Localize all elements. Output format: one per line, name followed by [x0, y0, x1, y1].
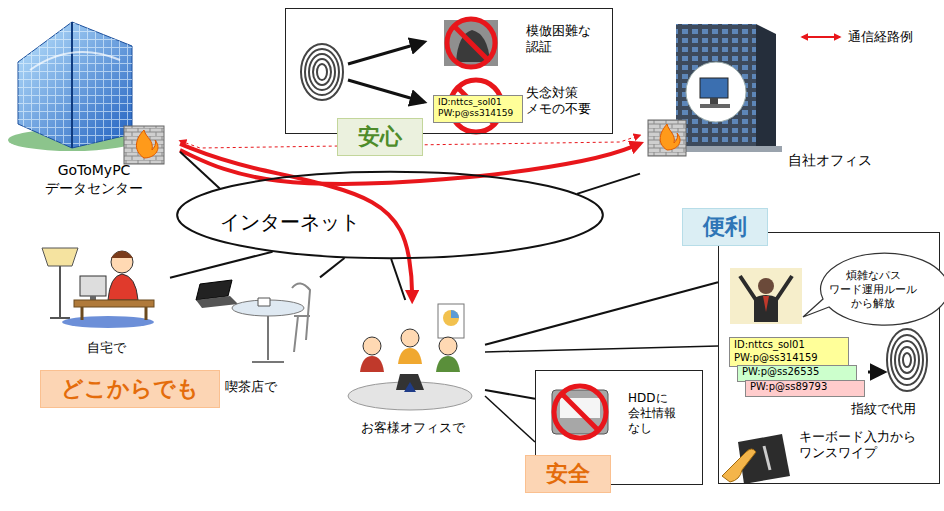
callout-leader: [485, 346, 718, 352]
customer-office-node: お客様オフィスで: [340, 300, 485, 442]
internet-cloud: [177, 172, 603, 258]
firewall-icon: [124, 126, 164, 164]
hdd-icon: [552, 386, 608, 438]
cafe-illustration: [196, 280, 310, 362]
password-memo: ID:nttcs_sol01 PW:p@ss314159: [729, 337, 849, 367]
security-panel: ID:nttcs_sol01 PW:p@ss314159 模倣困難な 認証失念対策…: [285, 8, 613, 134]
node-label: お客様オフィスで: [358, 420, 468, 436]
office-node: 自社オフィス: [640, 12, 880, 177]
node-label: 安全: [546, 460, 590, 488]
office-building: [670, 24, 782, 152]
cheering-person-icon: [730, 268, 802, 324]
node-label: 模倣困難な 認証: [526, 23, 606, 56]
legend: 通信経路例: [848, 28, 913, 46]
customer-meeting-illustration: [348, 304, 472, 410]
node-label: 喫茶店で: [225, 379, 277, 395]
internet-ellipse: インターネット: [175, 170, 605, 260]
benri-label: 便利: [682, 208, 768, 246]
node-label: 自社オフィス: [788, 152, 872, 170]
network-link: [180, 152, 220, 189]
replace-arrow: [868, 371, 884, 374]
home-node: 自宅で: [35, 240, 170, 365]
network-link: [485, 390, 535, 399]
speech-bubble-shape: [803, 253, 944, 325]
node-label: ID:nttcs_sol01 PW:p@ss314159: [734, 339, 846, 364]
home-illustration: [42, 248, 154, 328]
network-link: [485, 282, 718, 345]
fingerprint-icon: [887, 329, 927, 391]
network-link: [391, 259, 405, 300]
node-label: 自宅で: [87, 340, 126, 356]
node-label: GoToMyPC データセンター: [34, 162, 154, 197]
callout-leader: [485, 396, 535, 442]
password-memo: ID:nttcs_sol01 PW:p@ss314159: [433, 95, 523, 123]
node-label: 煩雑なパス ワード運用ルール から解放: [823, 269, 923, 310]
network-link: [170, 252, 273, 278]
node-label: インターネット: [220, 210, 360, 235]
legend-sample-arrow: [802, 36, 840, 38]
node-label: HDDに 会社情報 なし: [628, 391, 700, 436]
anzen-label: 安全: [525, 455, 611, 493]
swipe-sensor-icon: [722, 434, 790, 484]
forgery-prohibited-icon: [444, 19, 498, 67]
node-label: 失念対策 メモの不要: [526, 85, 606, 118]
password-memo: PW:p@ss89793: [745, 380, 865, 397]
network-link: [320, 258, 344, 277]
node-label: ID:nttcs_sol01 PW:p@ss314159: [438, 97, 520, 120]
branch-arrows: [348, 42, 424, 102]
node-label: PW:p@ss26535: [742, 366, 819, 379]
node-label: PW:p@ss89793: [750, 381, 827, 394]
convenience-panel: 煩雑なパス ワード運用ルール から解放 ID:nttcs_sol01 PW:p@s…: [718, 232, 940, 484]
node-label: キーボード入力から ワンスワイプ: [799, 429, 929, 462]
node-label: 安心: [358, 123, 402, 151]
node-label: 指紋で代用: [851, 401, 916, 417]
datacenter-building: [8, 22, 136, 151]
firewall-icon: [648, 120, 686, 156]
speech-bubble: 煩雑なパス ワード運用ルール から解放: [809, 255, 937, 327]
datacenter-node: GoToMyPC データセンター: [8, 12, 180, 207]
anshin-label: 安心: [337, 118, 423, 156]
network-link: [577, 174, 640, 194]
node-label: どこからでも: [61, 375, 199, 403]
legend-label: 通信経路例: [848, 28, 913, 46]
fingerprint-icon: [301, 44, 343, 100]
anywhere-label: どこからでも: [40, 370, 220, 408]
node-label: 便利: [703, 213, 747, 241]
